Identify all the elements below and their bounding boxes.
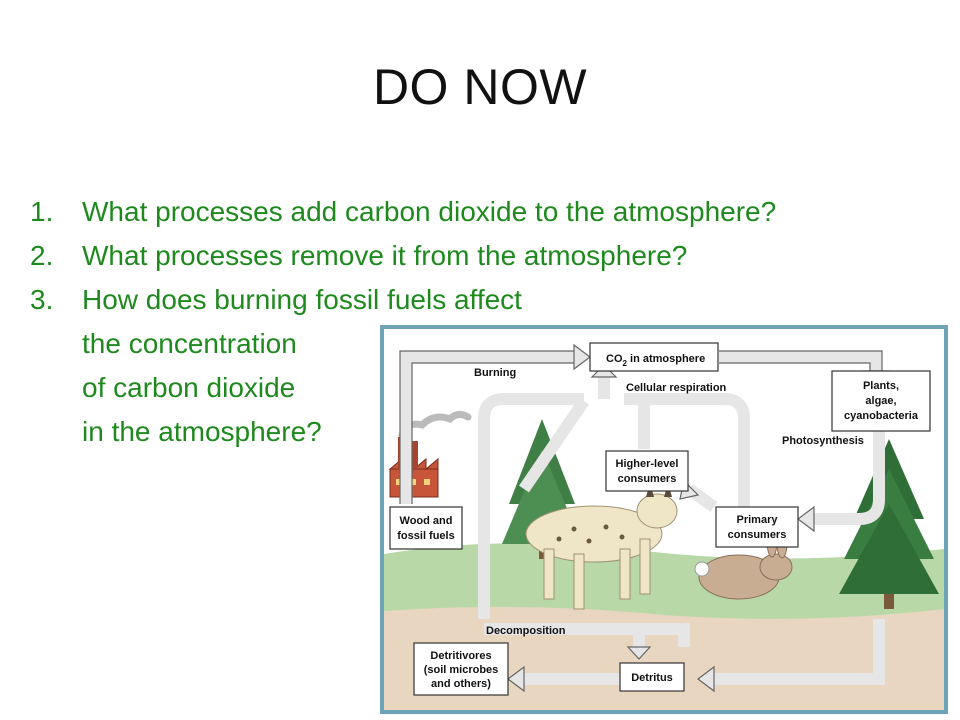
co2-prefix: CO (606, 353, 623, 365)
wood-fossil-line-1: Wood and (400, 515, 453, 527)
lynx-icon (525, 483, 678, 610)
detritivores-line-2: (soil microbes (424, 664, 499, 676)
plants-line-2: algae, (865, 395, 896, 407)
question-line: How does burning fossil fuels affect (82, 284, 522, 315)
question-line: What processes add carbon dioxide to the… (82, 196, 777, 227)
question-line: of carbon dioxide (82, 372, 296, 403)
detritus-label: Detritus (631, 672, 673, 684)
detritivores-line-1: Detritivores (430, 650, 491, 662)
carbon-cycle-diagram: CO2 in atmosphere Plants, algae, cyanoba… (380, 325, 948, 714)
question-3: 3. How does burning fossil fuels affect … (30, 278, 776, 454)
detritus-box: Detritus (619, 662, 685, 692)
slide-title: DO NOW (372, 59, 588, 115)
primary-consumers-line-2: consumers (728, 529, 787, 541)
plants-line-1: Plants, (863, 380, 899, 392)
primary-consumers-line-1: Primary (737, 514, 779, 526)
question-2: 2. What processes remove it from the atm… (30, 234, 776, 278)
plants-line-3: cyanobacteria (844, 410, 919, 422)
question-line: the concentration (82, 328, 297, 359)
primary-consumers-box: Primary consumers (715, 506, 799, 548)
detritivores-box: Detritivores (soil microbes and others) (413, 642, 509, 696)
higher-consumers-line-1: Higher-level (616, 458, 679, 470)
question-line: What processes remove it from the atmosp… (82, 240, 688, 271)
decomposition-label: Decomposition (486, 625, 566, 637)
question-line: in the atmosphere? (82, 416, 322, 447)
cellular-respiration-label: Cellular respiration (626, 382, 727, 394)
detritivores-line-3: and others) (431, 678, 491, 690)
plants-box: Plants, algae, cyanobacteria (831, 370, 931, 432)
right-tree-icon (839, 439, 939, 609)
carbon-cycle-svg: CO2 in atmosphere Plants, algae, cyanoba… (384, 329, 944, 710)
co2-subscript: 2 (623, 359, 628, 368)
question-list: 1. What processes add carbon dioxide to … (30, 190, 776, 454)
question-number: 3. (30, 284, 54, 315)
co2-suffix: in atmosphere (627, 353, 705, 365)
higher-consumers-box: Higher-level consumers (605, 450, 689, 492)
wood-fossil-line-2: fossil fuels (397, 530, 454, 542)
wood-fossil-box: Wood and fossil fuels (389, 506, 463, 550)
arrows (399, 343, 890, 693)
co2-atmosphere-box: CO2 in atmosphere (589, 342, 719, 372)
question-1: 1. What processes add carbon dioxide to … (30, 190, 776, 234)
photosynthesis-label: Photosynthesis (782, 435, 864, 447)
question-number: 1. (30, 196, 54, 227)
higher-consumers-line-2: consumers (618, 473, 677, 485)
question-number: 2. (30, 240, 54, 271)
burning-label: Burning (474, 367, 516, 379)
svg-text:CO2 in atmosphere: CO2 in atmosphere (606, 353, 705, 368)
